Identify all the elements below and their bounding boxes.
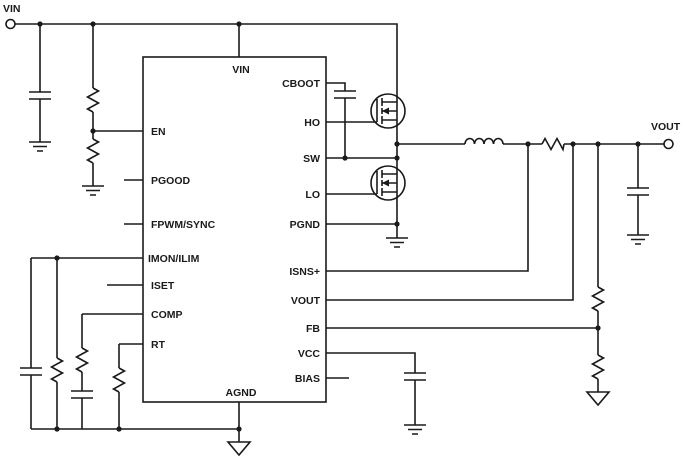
agnd-ground-symbol [226,441,252,456]
mosfet-body-arrow [382,179,389,187]
cboot-capacitor [334,90,356,99]
pin-label-vin-top: VIN [232,64,250,76]
en-divider-bottom-resistor [85,138,101,164]
fb-bottom-resistor [590,354,606,380]
vin-rail-wire [15,23,398,238]
ic-body [142,56,327,403]
output-capacitor [627,187,649,196]
pin-label-vcc: VCC [298,348,321,360]
vcc-capacitor [404,372,426,381]
ground-symbol [29,141,51,152]
mosfet-body-arrow [382,107,389,115]
pin-label-imon-ilim: IMON/ILIM [148,253,200,265]
power-stage-wires [397,143,664,235]
imon-resistor [49,357,65,383]
feedback-wires [326,144,599,425]
pin-label-rt: RT [151,339,166,351]
pin-label-lo: LO [305,189,320,201]
imon-filter-capacitor [20,367,42,376]
high-side-mosfet [376,98,397,124]
right-pin-wires [326,82,397,225]
pin-label-fpwm-sync: FPWM/SYNC [151,219,216,231]
junction-dots [37,21,641,432]
rt-resistor [111,367,127,393]
output-inductor [464,137,504,145]
pin-label-fb: FB [306,323,320,335]
left-pin-wires [30,130,240,442]
pin-label-vout: VOUT [291,295,321,307]
pin-label-pgnd: PGND [290,219,321,231]
ground-symbol [404,424,426,435]
current-sense-resistor [541,136,565,152]
en-divider-top-resistor [85,87,101,113]
vin-terminal [5,18,16,30]
pgnd-ground-symbol [386,237,408,248]
fb-top-resistor [590,286,606,312]
vout-terminal-label: VOUT [651,121,681,133]
ground-symbol [82,185,104,196]
pin-label-bias: BIAS [295,373,320,385]
vin-terminal-label: VIN [3,3,21,15]
vout-terminal [663,138,674,150]
pin-label-comp: COMP [151,309,183,321]
pin-label-pgood: PGOOD [151,175,191,187]
low-side-mosfet [376,170,397,196]
pin-label-ho: HO [304,117,320,129]
ground-symbol [627,234,649,245]
comp-capacitor [71,390,93,399]
pin-label-sw: SW [303,153,320,165]
fb-ground-symbol [585,391,611,407]
input-capacitor [29,91,51,100]
pin-label-isns: ISNS+ [289,266,320,278]
pin-label-en: EN [151,126,166,138]
pin-label-agnd: AGND [226,387,257,399]
pin-label-cboot: CBOOT [282,78,321,90]
comp-resistor [74,347,90,373]
pin-label-iset: ISET [151,280,175,292]
